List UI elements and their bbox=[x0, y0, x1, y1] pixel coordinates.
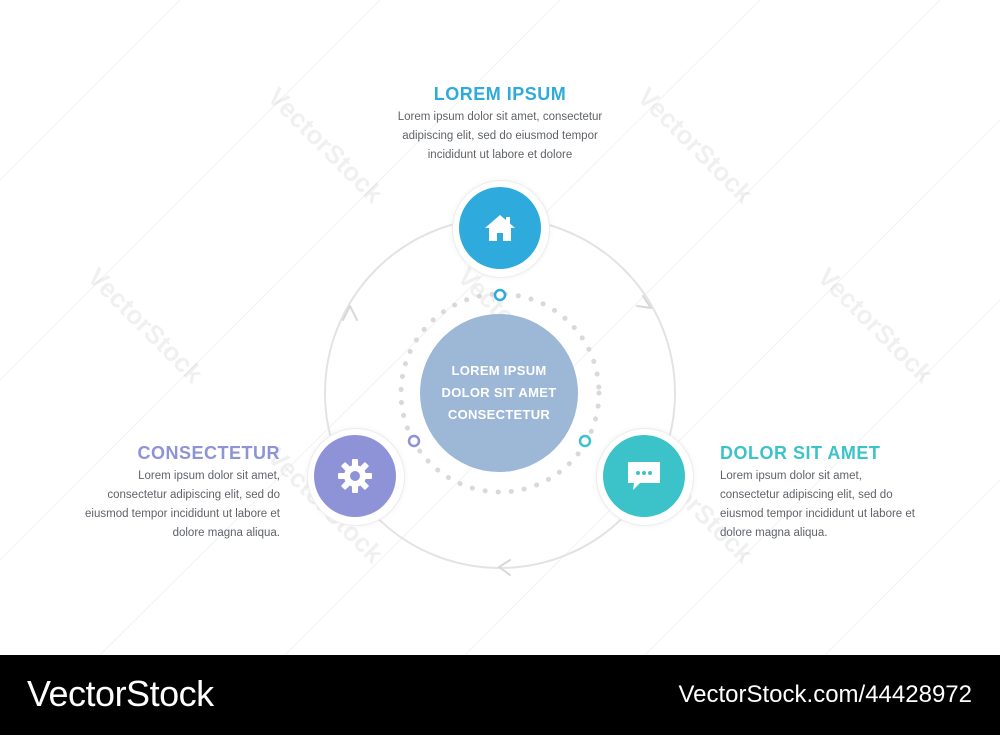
desc-line: Lorem ipsum dolor sit amet, bbox=[138, 470, 280, 482]
gear-icon bbox=[338, 459, 372, 493]
footer-image-id: VectorStock.com/44428972 bbox=[678, 681, 972, 708]
node-home bbox=[459, 187, 541, 269]
desc-line: consectetur adipiscing elit, sed do bbox=[720, 489, 893, 501]
marker-ring-top bbox=[493, 288, 507, 302]
desc-line: eiusmod tempor incididunt ut labore et bbox=[720, 508, 915, 520]
desc-line: dolore magna aliqua. bbox=[720, 527, 828, 539]
desc-line: eiusmod tempor incididunt ut labore et bbox=[85, 508, 280, 520]
center-line-1: LOREM IPSUM bbox=[451, 363, 547, 378]
desc-line: Lorem ipsum dolor sit amet, consectetur bbox=[397, 111, 603, 123]
footer-brand: VectorStock bbox=[27, 673, 214, 714]
desc-line: adipiscing elit, sed do eiusmod tempor bbox=[402, 130, 598, 142]
marker-ring-right bbox=[578, 434, 592, 448]
node-gear bbox=[314, 435, 396, 517]
step-title-right: DOLOR SIT AMET bbox=[720, 443, 881, 463]
infographic-canvas: VectorStock VectorStock VectorStock Vect… bbox=[0, 0, 1000, 655]
desc-line: dolore magna aliqua. bbox=[172, 527, 280, 539]
cycle-arrow-right bbox=[636, 295, 652, 309]
center-line-2: DOLOR SIT AMET bbox=[441, 385, 557, 400]
cycle-arrow-left bbox=[342, 305, 358, 321]
dotted-ring bbox=[398, 291, 602, 495]
desc-line: Lorem ipsum dolor sit amet, bbox=[720, 470, 862, 482]
home-icon bbox=[485, 215, 515, 241]
marker-ring-left bbox=[407, 434, 421, 448]
footer-bar: VectorStock VectorStock.com/44428972 bbox=[0, 655, 1000, 735]
node-chat bbox=[603, 435, 685, 517]
cycle-arrow-bottom bbox=[498, 559, 511, 576]
step-title-left: CONSECTETUR bbox=[137, 443, 280, 463]
background-hatch bbox=[0, 0, 1000, 655]
chat-bubble-icon bbox=[628, 462, 660, 490]
center-line-3: CONSECTETUR bbox=[447, 407, 551, 422]
step-desc-right: Lorem ipsum dolor sit amet, consectetur … bbox=[720, 467, 915, 543]
step-desc-top: Lorem ipsum dolor sit amet, consectetur … bbox=[398, 108, 603, 165]
desc-line: incididunt ut labore et dolore bbox=[427, 149, 573, 161]
step-desc-left: Lorem ipsum dolor sit amet, consectetur … bbox=[85, 467, 280, 543]
desc-line: consectetur adipiscing elit, sed do bbox=[107, 489, 280, 501]
step-title-top: LOREM IPSUM bbox=[433, 84, 567, 104]
center-circle: LOREM IPSUM DOLOR SIT AMET CONSECTETUR bbox=[420, 314, 578, 472]
